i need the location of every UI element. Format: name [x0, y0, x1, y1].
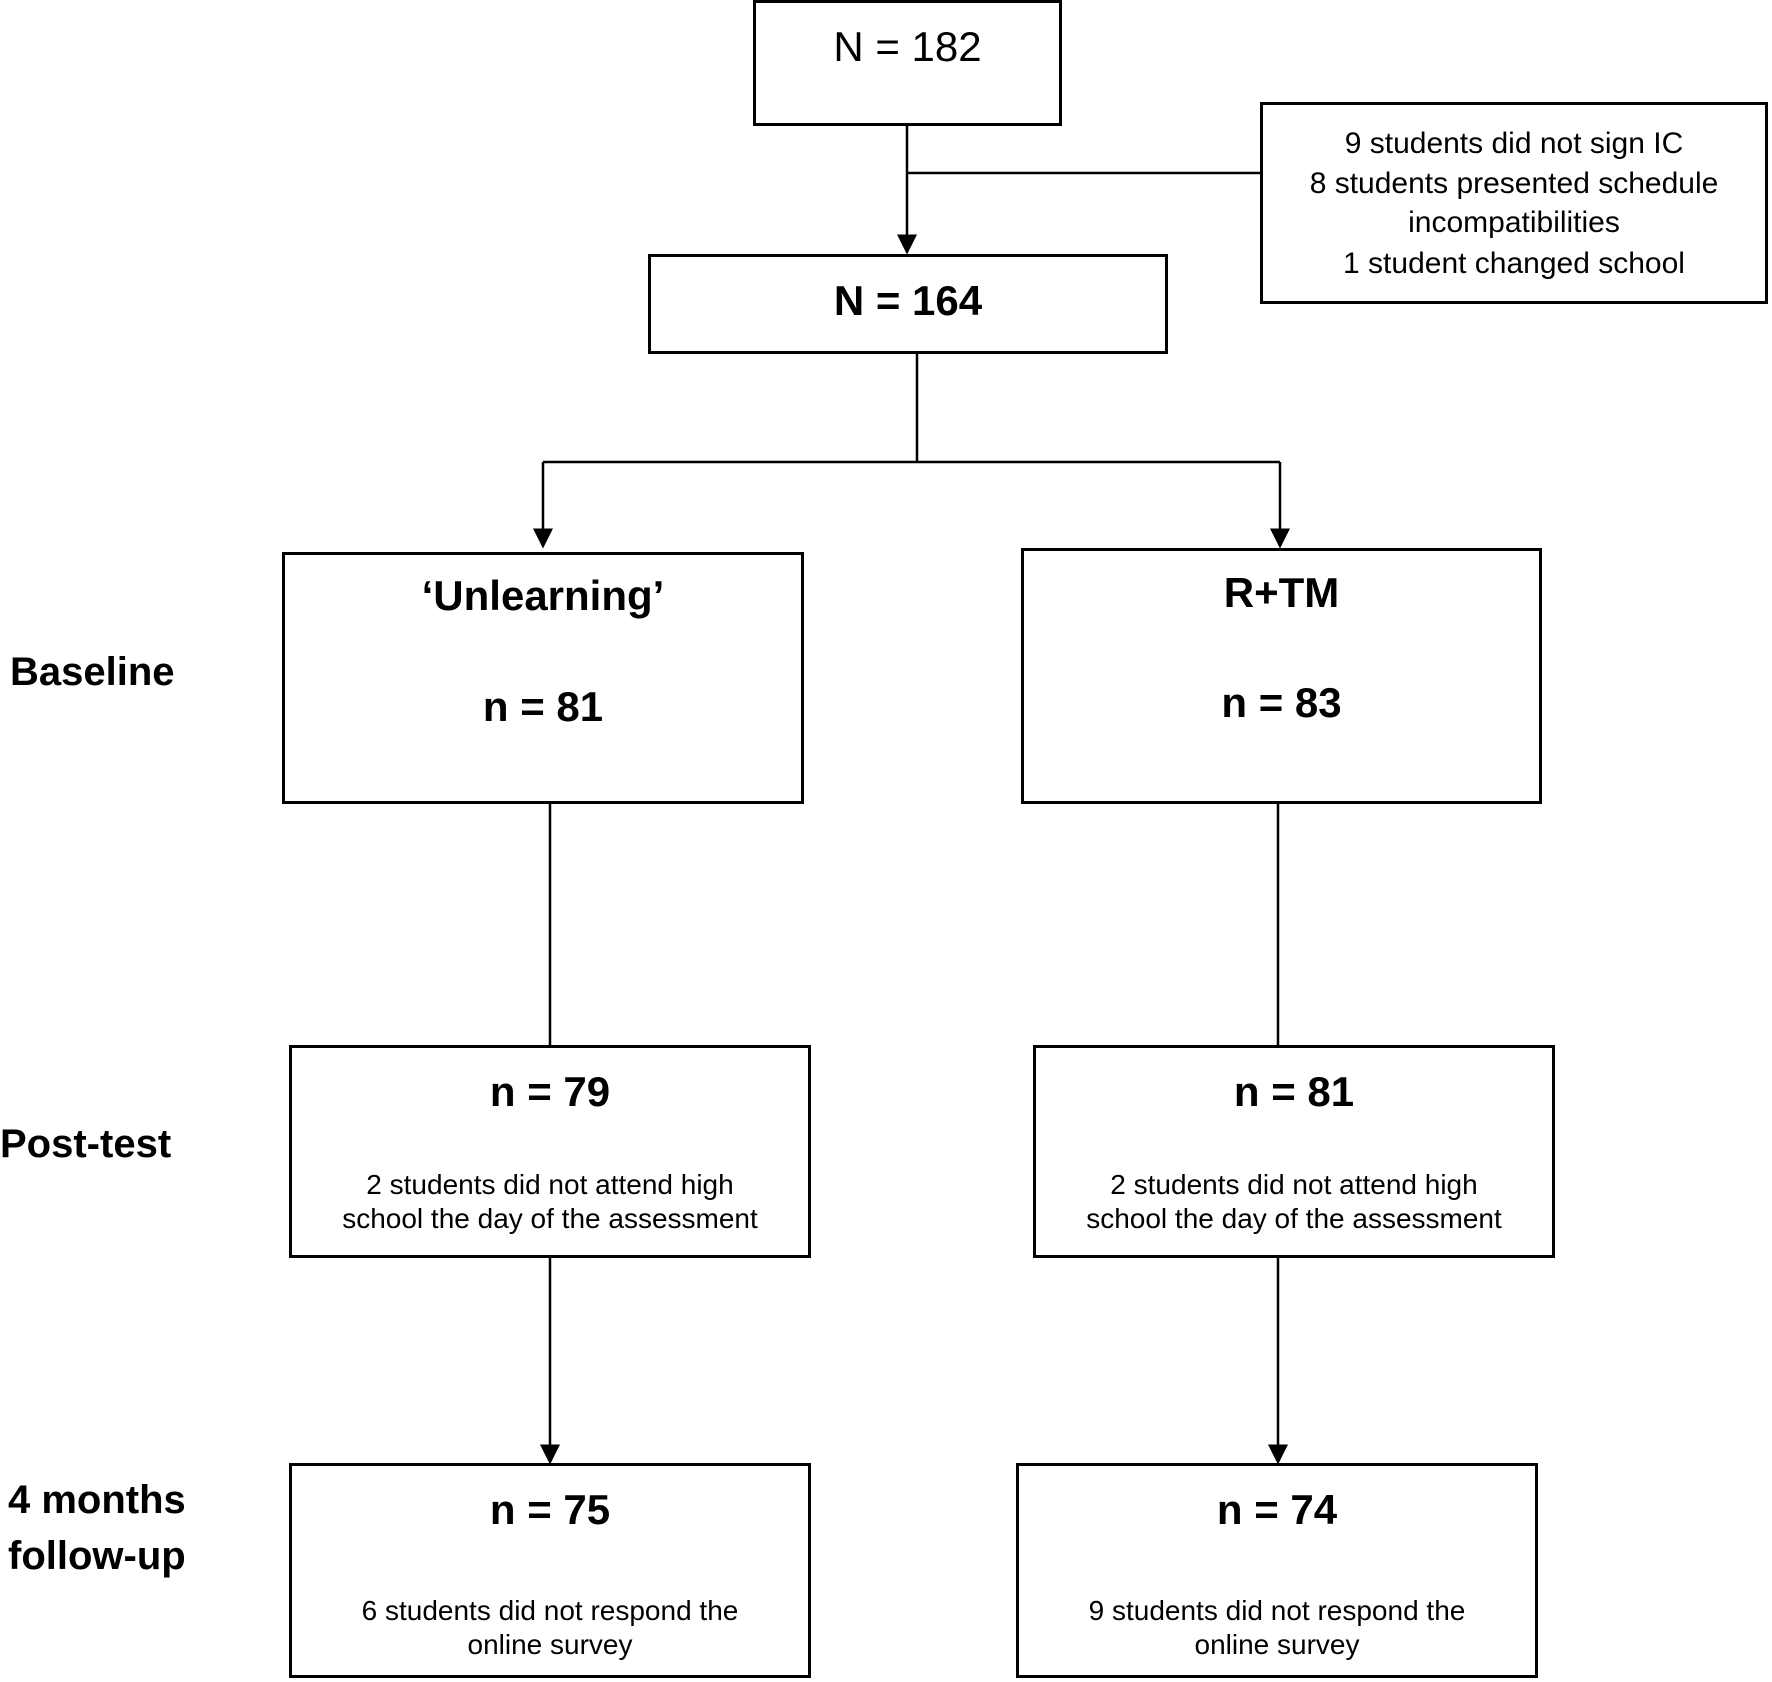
rtm-baseline-box: R+TM n = 83 — [1021, 548, 1542, 804]
rtm-followup-box: n = 74 9 students did not respond the on… — [1016, 1463, 1538, 1678]
rtm-followup-note-2: online survey — [1194, 1629, 1360, 1660]
rtm-baseline-n: n = 83 — [1221, 679, 1342, 726]
unlearning-posttest-note-1: 2 students did not attend high — [366, 1169, 734, 1200]
total-label: N = 182 — [833, 23, 982, 70]
stage-posttest: Post-test — [0, 1122, 172, 1166]
unlearning-baseline-box: ‘Unlearning’ n = 81 — [282, 552, 804, 804]
stage-followup-line1: 4 months — [8, 1478, 186, 1522]
rtm-followup-note-1: 9 students did not respond the — [1088, 1595, 1466, 1626]
stage-followup-line2: follow-up — [8, 1534, 186, 1578]
exclusion-line-2: 8 students presented schedule — [1309, 167, 1719, 200]
enrolled-label: N = 164 — [833, 277, 983, 324]
rtm-posttest-n: n = 81 — [1233, 1068, 1355, 1115]
stage-baseline: Baseline — [10, 650, 175, 694]
total-box: N = 182 — [753, 0, 1062, 126]
unlearning-followup-note-1: 6 students did not respond the — [361, 1595, 739, 1626]
exclusions-box: 9 students did not sign IC 8 students pr… — [1260, 102, 1768, 304]
rtm-posttest-note-1: 2 students did not attend high — [1110, 1169, 1478, 1200]
unlearning-followup-box: n = 75 6 students did not respond the on… — [289, 1463, 811, 1678]
unlearning-baseline-n: n = 81 — [482, 683, 604, 730]
enrolled-box: N = 164 — [648, 254, 1168, 354]
exclusion-line-1: 9 students did not sign IC — [1344, 127, 1684, 160]
rtm-followup-n: n = 74 — [1216, 1486, 1338, 1533]
unlearning-posttest-n: n = 79 — [489, 1068, 611, 1115]
unlearning-posttest-note-2: school the day of the assessment — [342, 1203, 758, 1234]
unlearning-arm-name: ‘Unlearning’ — [421, 572, 665, 619]
exclusion-line-4: 1 student changed school — [1343, 247, 1685, 280]
rtm-posttest-box: n = 81 2 students did not attend high sc… — [1033, 1045, 1555, 1258]
unlearning-followup-note-2: online survey — [467, 1629, 633, 1660]
exclusion-line-3: incompatibilities — [1408, 206, 1620, 239]
rtm-posttest-note-2: school the day of the assessment — [1086, 1203, 1502, 1234]
rtm-arm-name: R+TM — [1223, 569, 1340, 616]
unlearning-posttest-box: n = 79 2 students did not attend high sc… — [289, 1045, 811, 1258]
unlearning-followup-n: n = 75 — [489, 1486, 611, 1533]
